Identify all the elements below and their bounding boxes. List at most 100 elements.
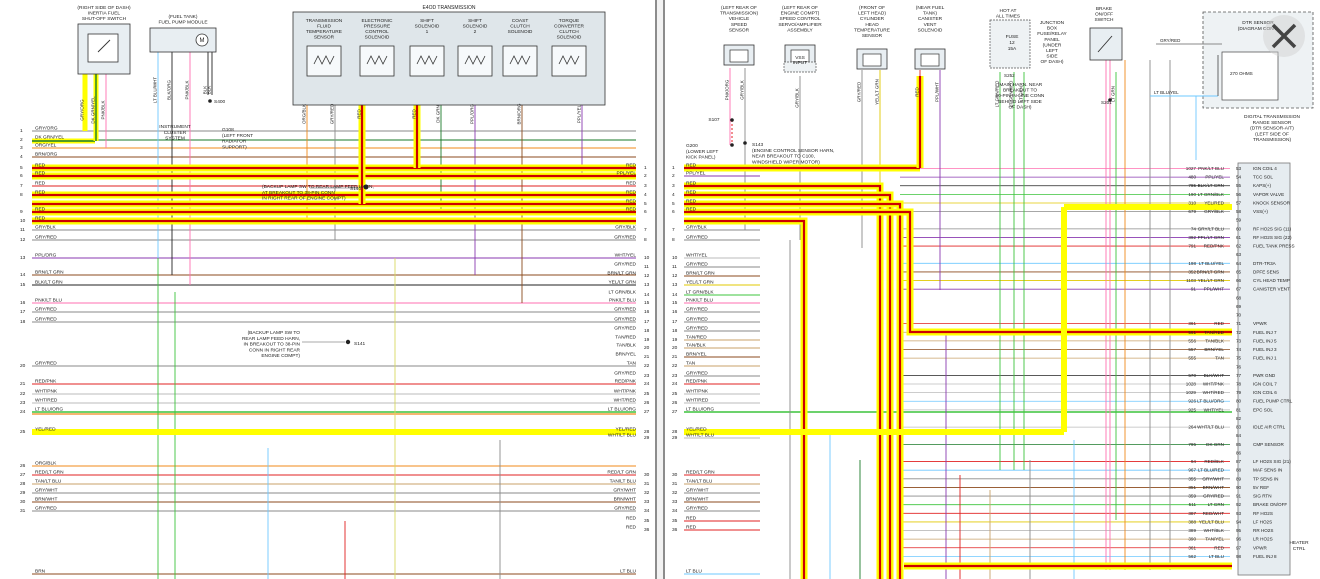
row-number: 20 (644, 345, 650, 351)
wire-label: GRY/ORG (35, 126, 58, 132)
component-label: LEFT (1046, 48, 1058, 54)
wire-label: PPL/LT GRN (1198, 235, 1224, 240)
row-number: 25 (20, 429, 26, 435)
inertia-switch-symbol (87, 33, 119, 63)
row-number: 22 (672, 363, 678, 369)
wire-label: GRY/RED (686, 317, 708, 323)
wire-label: BRN/WHT (1203, 485, 1225, 490)
circuit-number: 557 (1188, 347, 1196, 352)
circuit-number: 555 (1188, 356, 1196, 361)
vertical-wire-label: YEL/LT GRN (875, 79, 880, 105)
row-number: 14 (672, 292, 678, 298)
component-label: (RIGHT SIDE OF DASH) (77, 5, 131, 11)
sensor-symbol (920, 53, 940, 67)
component-label: FUEL PUMP MODULE (158, 20, 207, 26)
wire-label: RED/LT GRN (35, 470, 64, 476)
component-label: S107 (708, 117, 720, 123)
pcm-function: RF HO2S SIG (11) (1253, 226, 1292, 231)
pcm-function: LF HO2S (1253, 519, 1272, 524)
pcm-function: LR HO2S (1253, 537, 1273, 542)
pin-number: 57 (1236, 200, 1242, 205)
note-text: AT BREAKOUT TO 38-PIN CONN (262, 190, 335, 196)
row-number: 17 (20, 309, 26, 315)
component-label: TRANSMISSION (306, 18, 343, 24)
component-label: SOLENOID (918, 27, 943, 33)
row-number: 8 (672, 237, 675, 243)
circuit-number: 361 (1188, 321, 1196, 326)
component-label: ASSEMBLY (787, 27, 813, 33)
vertical-wire-label: ORG/BLK (302, 104, 307, 124)
component-label: JUNCTION (1040, 20, 1065, 26)
coil-symbol (416, 55, 438, 65)
component-label: CLUTCH (559, 29, 579, 35)
wire-label: RED (686, 207, 697, 213)
wire-label: GRY/WHT (613, 488, 636, 494)
close-button[interactable] (1262, 14, 1306, 58)
component-label: SHUT-OFF SWITCH (82, 16, 127, 22)
solenoid-symbol (502, 45, 538, 77)
row-number: 1 (644, 165, 647, 171)
circuit-number: 570 (1188, 373, 1196, 378)
wire-label: BLK/WHT (1204, 373, 1225, 378)
component-label: SPEED CONTROL (779, 16, 820, 22)
wire-label: BRN/ORG (35, 152, 58, 158)
pcm-function: TCC SOL (1253, 175, 1273, 180)
component-label: SHIFT (468, 18, 482, 24)
pin-number: 60 (1236, 226, 1242, 231)
row-number: 23 (20, 400, 26, 406)
wire-label: RED (626, 525, 637, 531)
component-label: OF DASH) (1009, 104, 1032, 110)
splice-label: S141 (354, 341, 366, 347)
pcm-function: KAPS(+) (1253, 183, 1271, 188)
pcm-function: FUEL INJ 1 (1253, 356, 1277, 361)
coil-symbol (313, 55, 335, 65)
motor-icon (195, 33, 209, 47)
highlighted-vpwr-wire (684, 193, 892, 579)
pcm-function: CMP SENSOR (1253, 442, 1284, 447)
component-label: SYSTEM (165, 136, 185, 142)
row-number: 12 (20, 237, 26, 243)
wire-label: PNK/LT BLU (35, 298, 63, 304)
splice-dot (345, 339, 351, 345)
pcm-function: 5V REF (1253, 485, 1269, 490)
pcm-function: IGN COIL 4 (1253, 166, 1277, 171)
wire-label: BLK/LT GRN (1198, 183, 1224, 188)
pcm-function: FUEL INJ 3 (1253, 347, 1277, 352)
wire-label: GRY/WHT (35, 488, 58, 494)
wire-label: BRN/YEL (686, 352, 707, 358)
pcm-function: FUEL TANK PRESS (1253, 244, 1295, 249)
wire-label: GRY/RED (614, 371, 636, 377)
wire-label: WHT/RED (35, 398, 58, 404)
wire-label: GRY/RED (614, 307, 636, 313)
wire-label: GRY/RED (686, 326, 708, 332)
row-number: 31 (20, 508, 26, 514)
wire-label: RED (686, 199, 697, 205)
component-label: TEMPERATURE (854, 27, 890, 33)
component-label: 15A (1008, 46, 1017, 52)
wire-label: GRY/RED (35, 235, 57, 241)
component-label: NEAR BREAKOUT TO C100, (752, 154, 815, 160)
component-label: BRAKE (1096, 6, 1112, 12)
wire-label: TAN/YEL (1205, 537, 1224, 542)
circuit-number: 355 (1188, 476, 1196, 481)
wire-label: TAN (1215, 356, 1224, 361)
row-number: 7 (672, 227, 675, 233)
note-text: IN BREAKOUT TO 38-PIN (243, 342, 300, 348)
wire-label: RED (35, 163, 46, 169)
junction-box (989, 19, 1031, 69)
component-label: TRANSMISSION) (720, 11, 759, 17)
row-number: 26 (644, 400, 650, 406)
vertical-wire-label: PPL/WHT (935, 82, 940, 102)
row-number: 11 (20, 227, 25, 233)
component-label: HOT AT (1000, 8, 1017, 14)
circuit-number: 1027 (1186, 166, 1197, 171)
vertical-wire-label: DK GRN (436, 105, 441, 123)
wire-label: RED (686, 516, 697, 522)
pin-number: 66 (1236, 278, 1242, 283)
wire-label: RED/PNK (686, 379, 708, 385)
wire-label: RED (35, 207, 46, 213)
solenoid-symbol (457, 45, 493, 77)
component-label: COAST (512, 18, 529, 24)
wire-label: WHT/PNK (614, 389, 637, 395)
pin-number: 82 (1236, 416, 1242, 421)
